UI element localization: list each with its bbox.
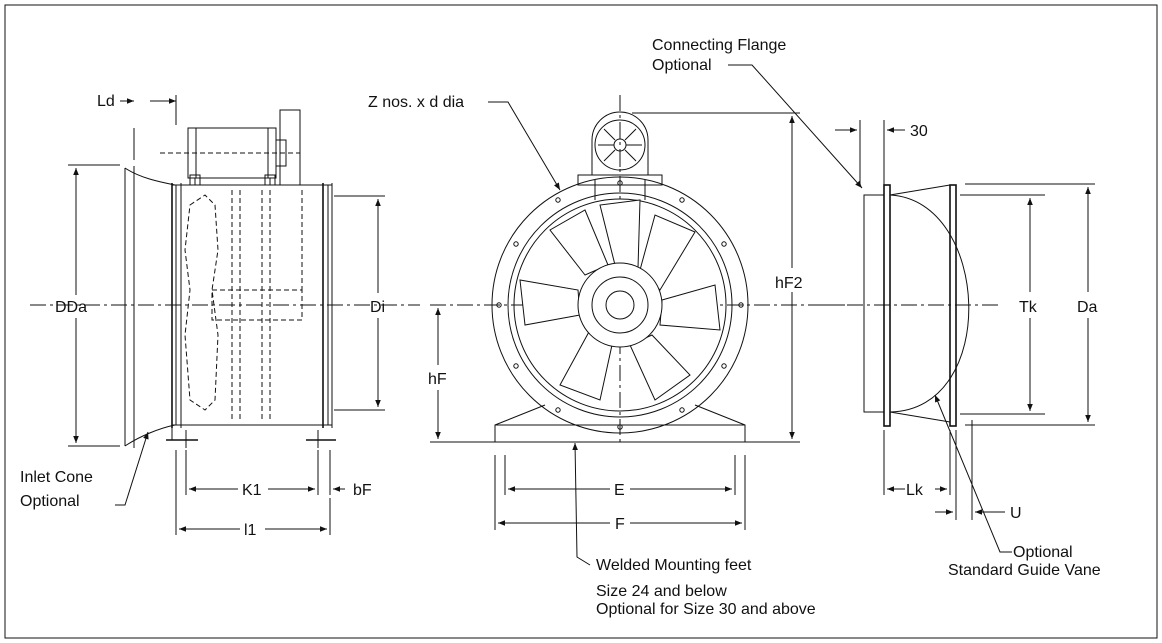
front-view: hF2 hF E F Z nos. x d dia Welded Mountin… — [368, 94, 845, 618]
motor-front — [594, 119, 646, 171]
label-hf2: hF2 — [775, 275, 803, 292]
casing-ring — [507, 192, 733, 418]
label-f: F — [615, 516, 625, 533]
flange-ring-left — [883, 184, 891, 427]
label-e: E — [614, 482, 625, 499]
label-inlet-cone: Inlet Cone — [20, 469, 93, 486]
flange-ring-right — [949, 184, 957, 427]
label-flange-optional: Optional — [652, 57, 712, 74]
label-connecting-flange: Connecting Flange — [652, 37, 786, 54]
impeller-blade-hidden — [184, 194, 219, 411]
inlet-cone-bottom — [124, 424, 176, 447]
label-guide-vane: Standard Guide Vane — [948, 562, 1101, 579]
label-welded-feet: Welded Mounting feet — [596, 557, 752, 574]
label-u: U — [1010, 505, 1022, 522]
motor-plate — [577, 174, 663, 186]
bolt-holes — [496, 180, 744, 430]
label-da: Da — [1077, 299, 1098, 316]
label-k1: K1 — [242, 482, 262, 499]
label-ld: Ld — [97, 93, 115, 110]
side-view: Ld DDa Di K1 bF l1 Inlet Cone Option — [20, 93, 420, 539]
hub-hidden — [211, 289, 303, 321]
outer-flange-ring — [491, 176, 749, 434]
guide-vane-dome — [889, 194, 970, 413]
label-di: Di — [370, 299, 385, 316]
flange-plate-left — [863, 194, 885, 413]
impeller-blades — [519, 199, 721, 401]
motor-mount — [279, 109, 301, 186]
label-l1: l1 — [244, 522, 257, 539]
motor-bracket — [591, 111, 649, 175]
label-lk: Lk — [906, 482, 924, 499]
hub-middle — [591, 276, 649, 334]
label-tk: Tk — [1019, 299, 1038, 316]
inlet-cone-top — [124, 167, 176, 186]
label-size-30: Optional for Size 30 and above — [596, 601, 816, 618]
hub-center — [605, 290, 635, 320]
label-size-24: Size 24 and below — [596, 583, 727, 600]
front-base — [494, 404, 746, 443]
flange-view: 30 Connecting Flange Optional Tk Da Lk U… — [652, 37, 1101, 579]
label-dda: DDa — [55, 299, 87, 316]
motor-fins — [598, 123, 642, 167]
hub-outer — [577, 262, 663, 348]
label-hf: hF — [428, 371, 447, 388]
label-bf: bF — [353, 482, 372, 499]
label-guide-optional: Optional — [1013, 544, 1073, 561]
drawing-border — [4, 4, 1158, 639]
label-z-nos: Z nos. x d dia — [368, 94, 464, 111]
label-30: 30 — [910, 123, 928, 140]
label-inlet-optional: Optional — [20, 493, 80, 510]
